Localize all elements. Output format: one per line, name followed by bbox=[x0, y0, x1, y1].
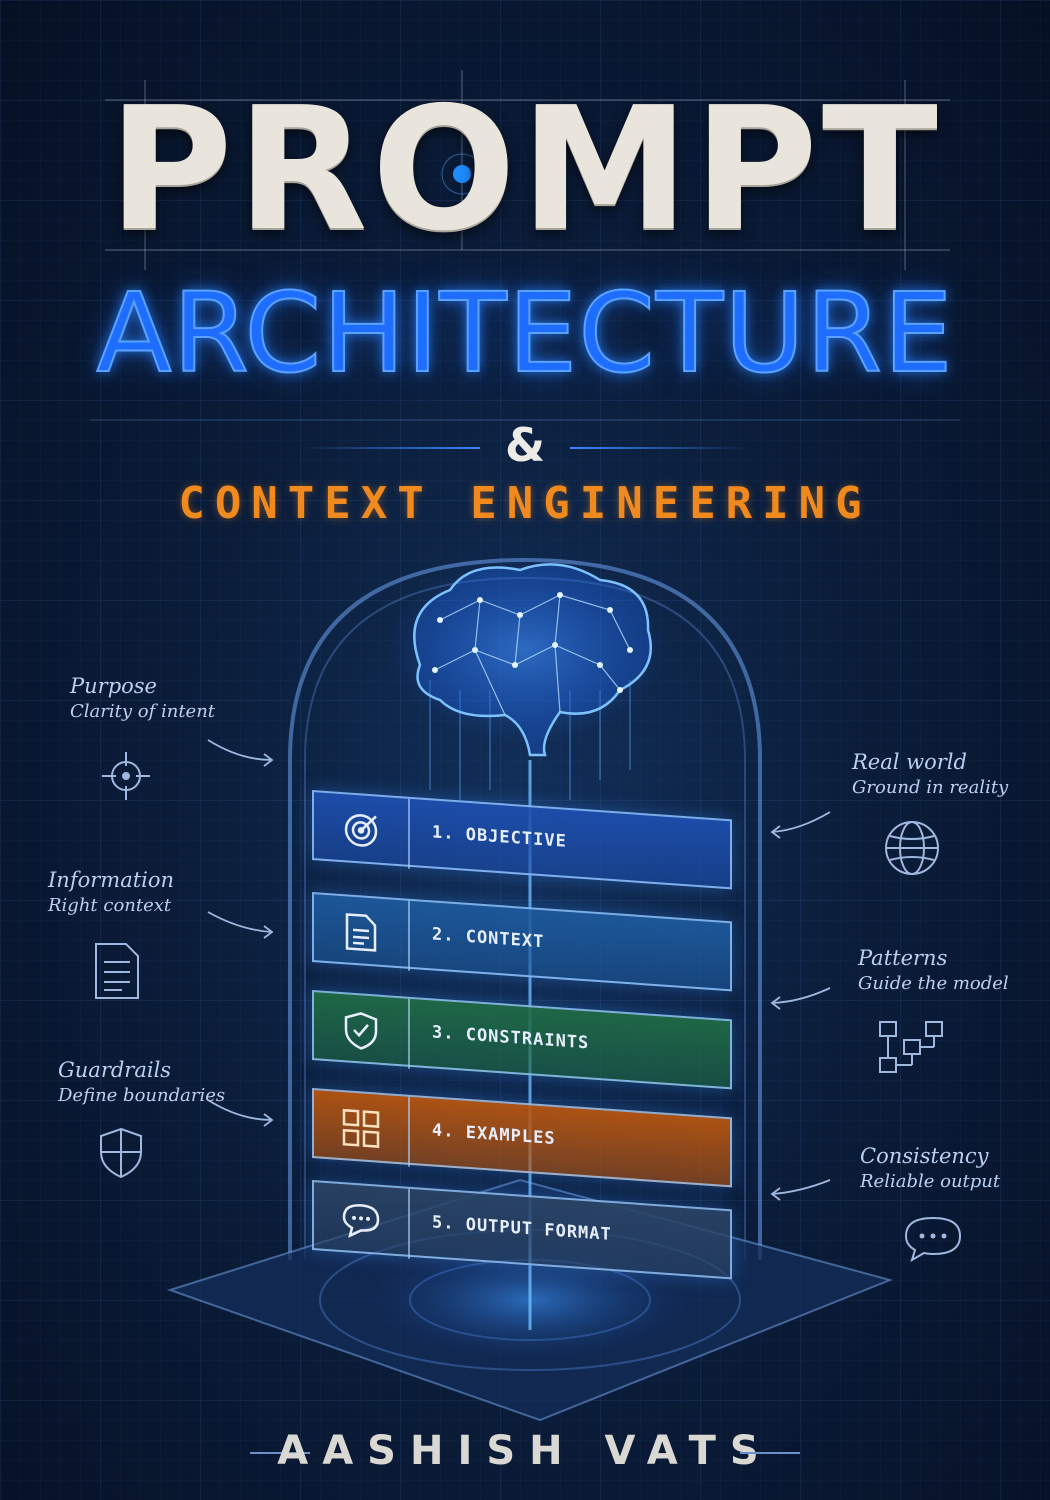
annotation-title: Consistency bbox=[860, 1144, 989, 1168]
layer-front-face: 4. EXAMPLES bbox=[312, 1088, 732, 1188]
document-icon bbox=[95, 943, 139, 999]
annotation-title: Patterns bbox=[858, 946, 948, 970]
annotation-desc: Right context bbox=[48, 895, 172, 916]
layer-front-face: 1. OBJECTIVE bbox=[312, 790, 732, 890]
globe-icon bbox=[885, 821, 939, 875]
layer-label: 2. CONTEXT bbox=[432, 924, 545, 953]
annotation-desc: Ground in reality bbox=[852, 777, 1009, 798]
annotation-desc: Clarity of intent bbox=[70, 701, 216, 722]
annotation-title: Purpose bbox=[70, 674, 157, 698]
flowchart-icon bbox=[879, 1021, 943, 1073]
annotation-purpose: Purpose Clarity of intent bbox=[70, 672, 215, 724]
layer-label: 4. EXAMPLES bbox=[432, 1120, 556, 1150]
layer-label: 3. CONSTRAINTS bbox=[432, 1022, 590, 1054]
crosshair-icon bbox=[102, 752, 150, 800]
layer-front-face: 5. OUTPUT FORMAT bbox=[312, 1180, 732, 1280]
brain-icon bbox=[385, 555, 665, 757]
author-name: AASHISH VATS bbox=[277, 1428, 773, 1474]
annotation-desc: Guide the model bbox=[858, 973, 1009, 994]
grid-icon bbox=[314, 1090, 410, 1167]
subtitle: CONTEXT ENGINEERING bbox=[178, 478, 872, 529]
target-icon bbox=[314, 792, 410, 869]
annotation-patterns: Patterns Guide the model bbox=[858, 944, 1009, 996]
document-icon bbox=[314, 894, 410, 971]
chat-bubble-icon bbox=[904, 1216, 962, 1263]
annotation-consistency: Consistency Reliable output bbox=[860, 1142, 1000, 1194]
author-divider-left bbox=[250, 1452, 310, 1454]
shield-icon bbox=[100, 1127, 142, 1179]
layer-label: 1. OBJECTIVE bbox=[432, 822, 567, 852]
annotation-arrows bbox=[207, 739, 831, 1201]
title-line-1: PROMPT bbox=[108, 71, 942, 269]
layer-front-face: 2. CONTEXT bbox=[312, 892, 732, 992]
annotation-title: Guardrails bbox=[58, 1058, 172, 1082]
annotation-desc: Reliable output bbox=[860, 1171, 1001, 1192]
layer-front-face: 3. CONSTRAINTS bbox=[312, 990, 732, 1090]
annotation-desc: Define boundaries bbox=[58, 1085, 226, 1106]
author-divider-right bbox=[740, 1452, 800, 1454]
shield-icon bbox=[314, 992, 410, 1069]
title-line-2: ARCHITECTURE bbox=[95, 268, 954, 398]
annotation-guardrails: Guardrails Define boundaries bbox=[58, 1056, 225, 1108]
ampersand: & bbox=[504, 418, 546, 472]
amp-divider-left bbox=[300, 447, 480, 449]
annotation-title: Information bbox=[48, 868, 175, 892]
layer-label: 5. OUTPUT FORMAT bbox=[432, 1212, 612, 1245]
chat-bubble-icon bbox=[314, 1182, 410, 1259]
annotation-real-world: Real world Ground in reality bbox=[852, 748, 1008, 800]
annotation-information: Information Right context bbox=[48, 866, 174, 918]
annotation-title: Real world bbox=[852, 750, 967, 774]
